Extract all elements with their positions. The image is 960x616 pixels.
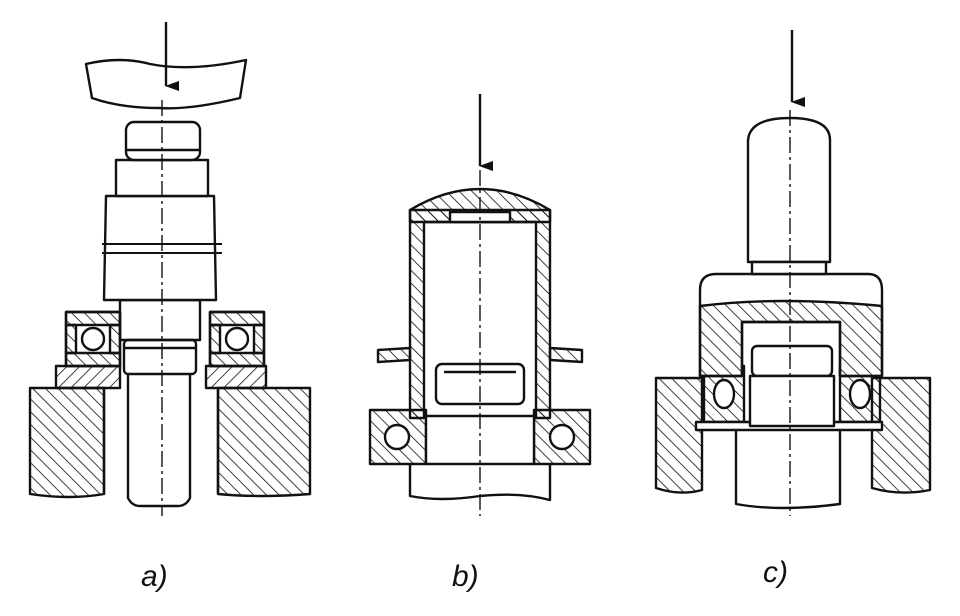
diagram-c xyxy=(654,116,932,510)
housing-right-c xyxy=(870,376,932,494)
housing-left-a xyxy=(28,386,106,499)
diagram-a xyxy=(28,58,312,508)
nut-a xyxy=(122,338,198,376)
caption-a: a) xyxy=(141,560,168,593)
shaft-a xyxy=(126,372,192,508)
spacer-ring-left-a xyxy=(54,364,122,390)
press-sleeve-a xyxy=(118,298,202,342)
center-lines xyxy=(161,100,791,516)
caption-b: b) xyxy=(452,560,479,593)
bearing-right-a xyxy=(208,310,266,368)
punch-c xyxy=(746,116,832,264)
caption-c: c) xyxy=(763,556,788,589)
spacer-ring-right-a xyxy=(204,364,268,390)
bearing-left-a xyxy=(64,310,122,368)
housing-right-a xyxy=(216,386,312,498)
housing-left-c xyxy=(654,376,704,494)
inner-spacer-c xyxy=(750,344,834,378)
shaft-c xyxy=(734,426,842,510)
bearing-left-b xyxy=(368,408,428,466)
